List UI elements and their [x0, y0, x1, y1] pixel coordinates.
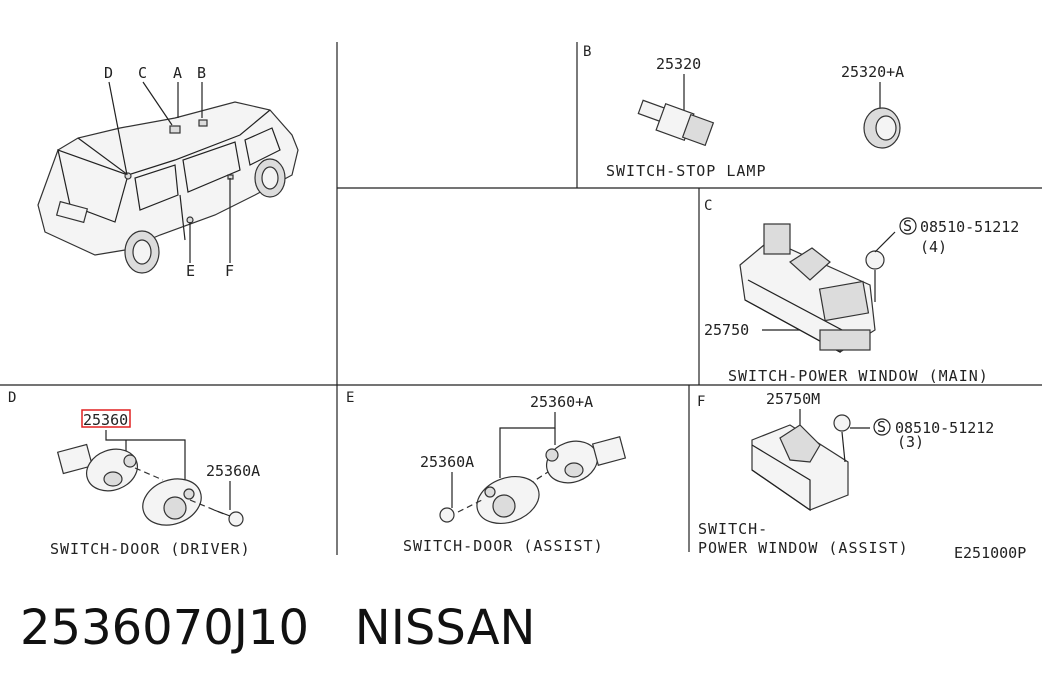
- screw-quantity-c: (4): [920, 238, 947, 256]
- part-number-25320: 25320: [656, 55, 701, 73]
- part-footer: 2536070J10 NISSAN: [20, 598, 535, 658]
- callout-d: D: [104, 64, 113, 82]
- door-switch-driver: [56, 443, 225, 526]
- screw-spec-f: S 08510-51212 (3): [873, 418, 994, 451]
- section-label-f: F: [697, 394, 705, 410]
- callout-c: C: [138, 64, 147, 82]
- parts-diagram: B C D E F D C A B E F 25320: [0, 42, 1042, 562]
- stop-lamp-switch: [637, 99, 715, 147]
- diagram-code: E251000P: [954, 544, 1026, 562]
- vehicle-illustration: [37, 101, 299, 274]
- caption-power-window-assist-line2: POWER WINDOW (ASSIST): [698, 539, 909, 557]
- screw-part-number-c: 08510-51212: [920, 218, 1019, 236]
- power-window-assist-switch: [751, 424, 849, 512]
- door-switch-assist: [457, 436, 627, 524]
- screw-symbol-icon: S: [903, 217, 912, 235]
- screw-e-icon: [439, 507, 455, 523]
- caption-stop-lamp: SWITCH-STOP LAMP: [606, 162, 767, 180]
- part-number-25750m: 25750M: [766, 390, 820, 408]
- part-number-25360-highlighted: 25360: [83, 411, 128, 429]
- screw-spec-c: S 08510-51212 (4): [899, 217, 1019, 256]
- stop-lamp-grommet: [863, 107, 901, 149]
- part-number: 2536070J10: [20, 600, 310, 656]
- screw-quantity-f: (3): [897, 433, 924, 451]
- screw-d-icon: [213, 509, 244, 527]
- caption-power-window-main: SWITCH-POWER WINDOW (MAIN): [728, 367, 989, 385]
- brand-name: NISSAN: [354, 600, 536, 656]
- vehicle-callouts: [108, 81, 231, 263]
- caption-door-assist: SWITCH-DOOR (ASSIST): [403, 537, 604, 555]
- part-number-25360-plus-a: 25360+A: [530, 393, 593, 411]
- highlight-box: [81, 409, 131, 428]
- callout-b: B: [197, 64, 206, 82]
- part-number-25360a-e: 25360A: [420, 453, 474, 471]
- callout-a: A: [173, 64, 182, 82]
- section-label-e: E: [346, 390, 354, 406]
- caption-door-driver: SWITCH-DOOR (DRIVER): [50, 540, 251, 558]
- caption-power-window-assist-line1: SWITCH-: [698, 520, 768, 538]
- part-number-25360a-d: 25360A: [206, 462, 260, 480]
- screw-c-icon: [865, 231, 896, 302]
- part-number-25320-a: 25320+A: [841, 63, 904, 81]
- power-window-main-switch: [739, 223, 876, 353]
- screw-symbol-icon: S: [877, 418, 886, 436]
- grid-lines: [0, 42, 1042, 555]
- callout-f: F: [225, 262, 234, 280]
- part-number-25750: 25750: [704, 321, 749, 339]
- screw-part-number-f: 08510-51212: [895, 419, 994, 437]
- screw-f-icon: [833, 414, 870, 463]
- section-label-c: C: [704, 198, 712, 214]
- section-label-d: D: [8, 390, 16, 406]
- callout-e: E: [186, 262, 195, 280]
- section-label-b: B: [583, 44, 591, 60]
